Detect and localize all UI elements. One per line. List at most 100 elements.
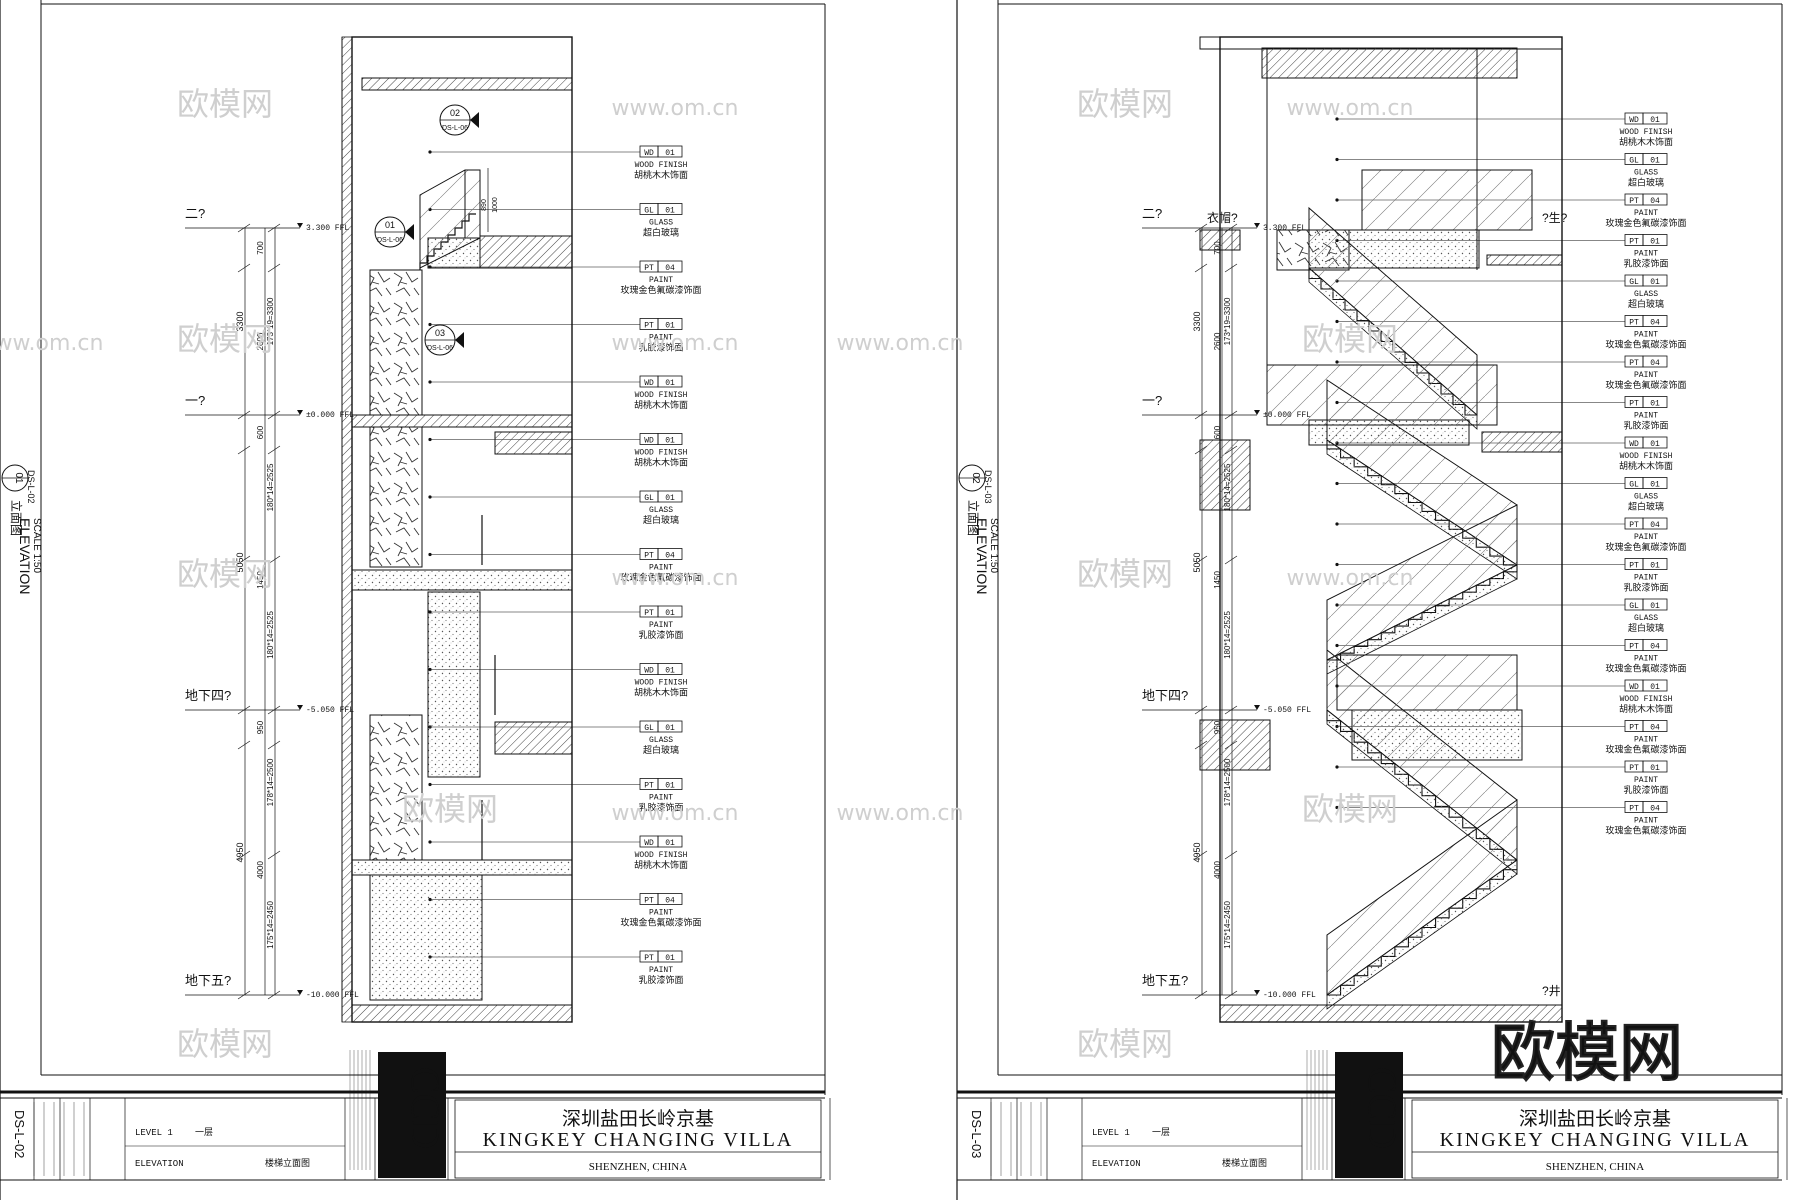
callout-number-box (657, 548, 683, 560)
sheet-number: DS-L-03 (969, 1110, 984, 1158)
dim-tick (1224, 705, 1238, 715)
watermark-text: 欧模网 (177, 320, 273, 358)
dim-inner: 173*19=3300 (1223, 297, 1232, 345)
callout-cn: 玫瑰金色氟碳漆饰面 (1605, 541, 1686, 552)
room-label: 衣帽? (1207, 210, 1238, 225)
callout-number: 01 (665, 149, 675, 158)
elevation-subtitle: 立面图 (9, 500, 24, 536)
section-bubble-number: 01 (385, 220, 395, 230)
callout-dot (428, 782, 432, 787)
project-name-en: KINGKEY CHANGING VILLA (483, 1129, 794, 1151)
callout-code: WD (644, 667, 654, 676)
callout-code: PT (1629, 400, 1639, 409)
section-bubble-arrow (405, 224, 414, 240)
dim-mid: 1450 (256, 571, 265, 589)
callout-cn: 乳胶漆饰面 (638, 802, 683, 813)
callout-code: GL (644, 207, 654, 216)
callout-number: 04 (665, 264, 675, 273)
slab-level-2-right (1486, 254, 1563, 266)
dim-inner: 178*14=2500 (1223, 758, 1232, 806)
callout-en: WOOD FINISH (1620, 452, 1673, 461)
callout-dot (1335, 522, 1339, 526)
dim-tick (237, 850, 251, 860)
callout-en: GLASS (649, 736, 673, 745)
callout-en: PAINT (1634, 736, 1658, 745)
callout-code: PT (1629, 197, 1639, 206)
dim-tick (267, 555, 281, 565)
callout-code: PT (644, 609, 654, 618)
callout-cn: 超白玻璃 (1628, 622, 1664, 633)
callout-number-box (1642, 193, 1668, 206)
ccd-logo-text: CCD (403, 1067, 448, 1149)
ccd-logo-text: CCD (1360, 1067, 1405, 1149)
elevation-subtitle: 立面图 (966, 500, 981, 536)
railing-dim-label: 1000 (492, 197, 499, 213)
callout-number-box (1642, 679, 1668, 692)
callout-number: 04 (1650, 724, 1660, 733)
callout-number-box (657, 203, 683, 215)
callout-en: PAINT (649, 334, 673, 343)
callout-cn: 超白玻璃 (1628, 177, 1664, 188)
callout-cn: 胡桃木木饰面 (1619, 703, 1673, 714)
callout-en: WOOD FINISH (635, 851, 688, 860)
callout-en: PAINT (649, 966, 673, 975)
callout-dot (1335, 765, 1339, 769)
section-bubble-arrow (455, 332, 464, 348)
callout-code: PT (644, 782, 654, 791)
callout-cn: 玫瑰金色氟碳漆饰面 (1605, 663, 1686, 674)
project-name-en: KINGKEY CHANGING VILLA (1440, 1129, 1751, 1151)
dim-mid: 950 (256, 720, 265, 734)
project-location: SHENZHEN, CHINA (589, 1161, 687, 1173)
dim-tick (267, 223, 281, 233)
sheet-number: DS-L-02 (12, 1110, 27, 1158)
callout-number-box (1642, 517, 1668, 530)
callout-number-box (1642, 720, 1668, 732)
ffl-label: ±0.000 FFL (306, 411, 354, 420)
watermark-logo: 欧模网 (1491, 1017, 1683, 1089)
dim-tick (267, 263, 281, 273)
callout-number: 01 (1650, 481, 1660, 490)
callout-code: WD (1629, 440, 1639, 449)
callout-cn: 超白玻璃 (643, 514, 679, 525)
callout-cn: 胡桃木木饰面 (634, 457, 688, 468)
callout-cn: 胡桃木木饰面 (1619, 460, 1673, 471)
callout-en: WOOD FINISH (635, 391, 688, 400)
dim-inner: 180*14=2525 (1223, 611, 1232, 659)
callout-number: 01 (1650, 562, 1660, 571)
stone-wall-panel (369, 714, 423, 861)
slab-level-2-left (1199, 229, 1241, 251)
callout-number-box (1642, 801, 1668, 813)
callout-en: GLASS (649, 506, 673, 515)
dim-mid: 4000 (256, 861, 265, 879)
watermarks: 欧模网欧模网欧模网欧模网欧模网欧模网欧模网欧模网欧模网欧模网www.om.cnw… (0, 85, 1684, 1090)
dim-tick (237, 740, 251, 750)
drawing-field: ELEVATION (135, 1159, 184, 1169)
section-bubble-ref: DS-L-06 (442, 125, 468, 132)
callout-number: 04 (1650, 319, 1660, 328)
callout-code: WD (644, 437, 654, 446)
watermark-text: 欧模网 (177, 1025, 273, 1063)
callout-cn: 玫瑰金色氟碳漆饰面 (1605, 379, 1686, 390)
ref-bubble-sheet: DS-L-03 (983, 470, 993, 504)
slab-landing (351, 569, 573, 591)
callout-en: WOOD FINISH (1620, 128, 1673, 137)
callout-number-box (657, 663, 683, 675)
watermark-text: 欧模网 (177, 555, 273, 593)
callout-dot (1335, 319, 1339, 324)
callout-number: 01 (665, 494, 675, 503)
shaft-wall-hatch (341, 36, 353, 1023)
callout-number-box (1642, 760, 1668, 773)
callout-code: WD (644, 379, 654, 388)
level-arrow (297, 223, 303, 228)
callout-en: PAINT (649, 794, 673, 803)
callout-number: 01 (665, 954, 675, 963)
callout-en: GLASS (1634, 614, 1658, 623)
callout-en: PAINT (1634, 209, 1658, 218)
callout-dot (1335, 198, 1339, 202)
dim-outer: 4950 (235, 842, 245, 862)
callout-number: 04 (1650, 521, 1660, 530)
callout-en: GLASS (1634, 169, 1658, 178)
